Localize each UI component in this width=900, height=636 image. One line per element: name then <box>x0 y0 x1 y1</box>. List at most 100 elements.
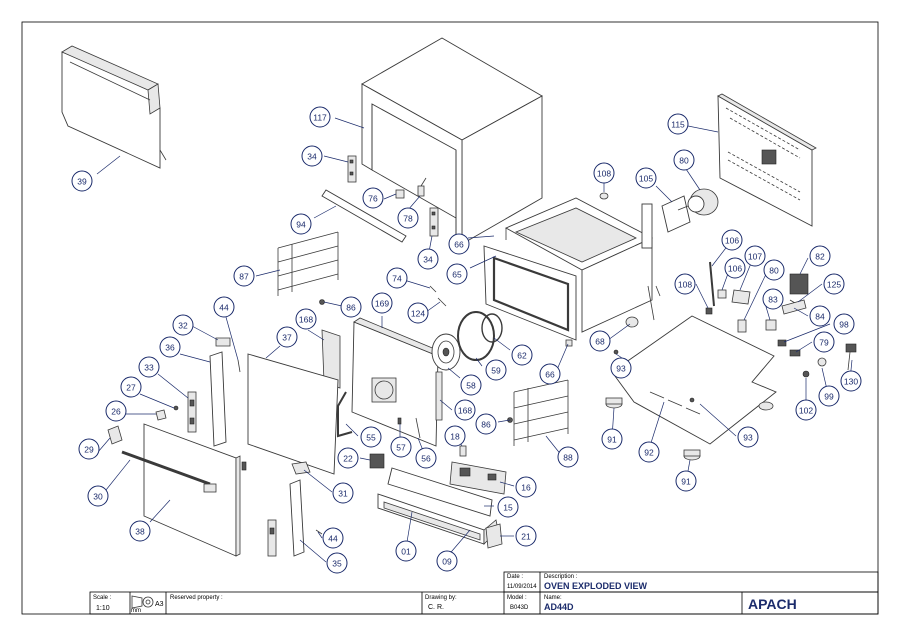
balloon-label: 34 <box>307 152 317 162</box>
balloon-label: 80 <box>679 156 689 166</box>
callout-balloon: 107 <box>744 245 766 267</box>
balloon-label: 168 <box>299 315 313 325</box>
cable-130 <box>845 343 857 371</box>
balloon-label: 83 <box>768 295 778 305</box>
balloon-label: 93 <box>743 433 753 443</box>
balloon-label: 44 <box>219 303 229 313</box>
balloon-label: 27 <box>126 383 136 393</box>
foot-91c <box>758 401 774 411</box>
balloon-circle <box>159 336 181 358</box>
balloon-label: 26 <box>111 407 121 417</box>
name-label: Name: <box>544 595 562 601</box>
balloon-label: 44 <box>328 534 338 544</box>
fan-58 <box>431 333 461 371</box>
callout-balloon: 168 <box>454 399 476 421</box>
balloon-label: 130 <box>844 377 858 387</box>
callout-balloon: 32 <box>172 314 194 336</box>
callout-balloon: 106 <box>721 229 743 251</box>
door-profile-36 <box>209 351 227 447</box>
callout-balloon: 66 <box>539 363 561 385</box>
screw-93a <box>613 349 619 355</box>
callout-balloon: 31 <box>332 482 354 504</box>
balloon-circle <box>448 233 470 255</box>
relay-83 <box>765 319 777 331</box>
callout-balloon: 62 <box>511 344 533 366</box>
date-value: 11/09/2014 <box>507 584 537 590</box>
balloon-label: 91 <box>607 435 617 445</box>
balloon-label: 33 <box>144 363 154 373</box>
balloon-circle <box>454 399 476 421</box>
balloon-label: 86 <box>346 303 356 313</box>
balloon-circle <box>322 527 344 549</box>
foot-91b <box>683 449 701 461</box>
rail-94 <box>321 189 407 243</box>
unit-label: mm <box>131 608 141 614</box>
rack-87 <box>277 231 339 296</box>
balloon-label: 169 <box>375 299 389 309</box>
balloon-circle <box>675 470 697 492</box>
model-label: Model : <box>507 595 527 601</box>
balloon-circle <box>795 399 817 421</box>
side-guide-168b <box>435 371 443 421</box>
balloon-circle <box>635 167 657 189</box>
balloon-circle <box>138 356 160 378</box>
balloon-circle <box>601 428 623 450</box>
balloon-label: 09 <box>442 557 452 567</box>
gasket-55 <box>337 391 353 438</box>
rear-panel-115 <box>717 93 817 227</box>
balloon-circle <box>460 374 482 396</box>
balloon-label: 56 <box>421 454 431 464</box>
probe-106a <box>709 261 715 307</box>
balloon-label: 124 <box>411 309 425 319</box>
balloon-circle <box>295 308 317 330</box>
date-label: Date : <box>507 574 523 580</box>
balloon-circle <box>332 482 354 504</box>
gland-99 <box>817 357 827 367</box>
callout-balloon: 34 <box>301 145 323 167</box>
housing-box-117 <box>361 37 543 245</box>
balloon-circle <box>737 426 759 448</box>
balloon-circle <box>120 376 142 398</box>
balloon-circle <box>593 162 615 184</box>
balloon-label: 62 <box>517 351 527 361</box>
connector-79 <box>789 349 801 357</box>
callout-balloon: 16 <box>515 476 537 498</box>
balloon-circle <box>105 400 127 422</box>
balloon-circle <box>71 170 93 192</box>
description-value: OVEN EXPLODED VIEW <box>544 581 648 591</box>
door-hinge-33 <box>187 391 197 433</box>
screw-44b <box>315 529 323 535</box>
callout-balloon: 93 <box>610 357 632 379</box>
callout-balloon: 22 <box>337 447 359 469</box>
balloon-label: 22 <box>343 454 353 464</box>
foot-91a <box>605 397 623 409</box>
balloon-circle <box>589 330 611 352</box>
callout-balloon: 76 <box>362 187 384 209</box>
balloon-label: 29 <box>84 445 94 455</box>
balloon-label: 66 <box>545 370 555 380</box>
balloon-circle <box>436 550 458 572</box>
base-plate-92 <box>611 315 777 445</box>
hinge-34b <box>429 207 439 237</box>
projection-symbol-icon <box>131 595 154 609</box>
side-guide-168a <box>321 329 341 389</box>
clip-76 <box>395 189 405 199</box>
callout-balloon: 68 <box>589 330 611 352</box>
balloon-circle <box>638 441 660 463</box>
balloon-label: 66 <box>454 240 464 250</box>
callout-balloon: 66 <box>448 233 470 255</box>
callout-balloon: 98 <box>833 313 855 335</box>
callout-balloon: 92 <box>638 441 660 463</box>
balloon-label: 79 <box>819 338 829 348</box>
balloon-circle <box>557 446 579 468</box>
callout-balloon: 29 <box>78 438 100 460</box>
hinge-34a <box>347 155 357 183</box>
callout-balloon: 94 <box>290 213 312 235</box>
balloon-circle <box>371 292 393 314</box>
balloon-label: 168 <box>458 406 472 416</box>
callout-balloon: 102 <box>795 399 817 421</box>
balloon-circle <box>762 288 784 310</box>
knob-18 <box>459 445 467 457</box>
balloon-label: 37 <box>282 333 292 343</box>
scale-label: Scale : <box>93 595 112 601</box>
